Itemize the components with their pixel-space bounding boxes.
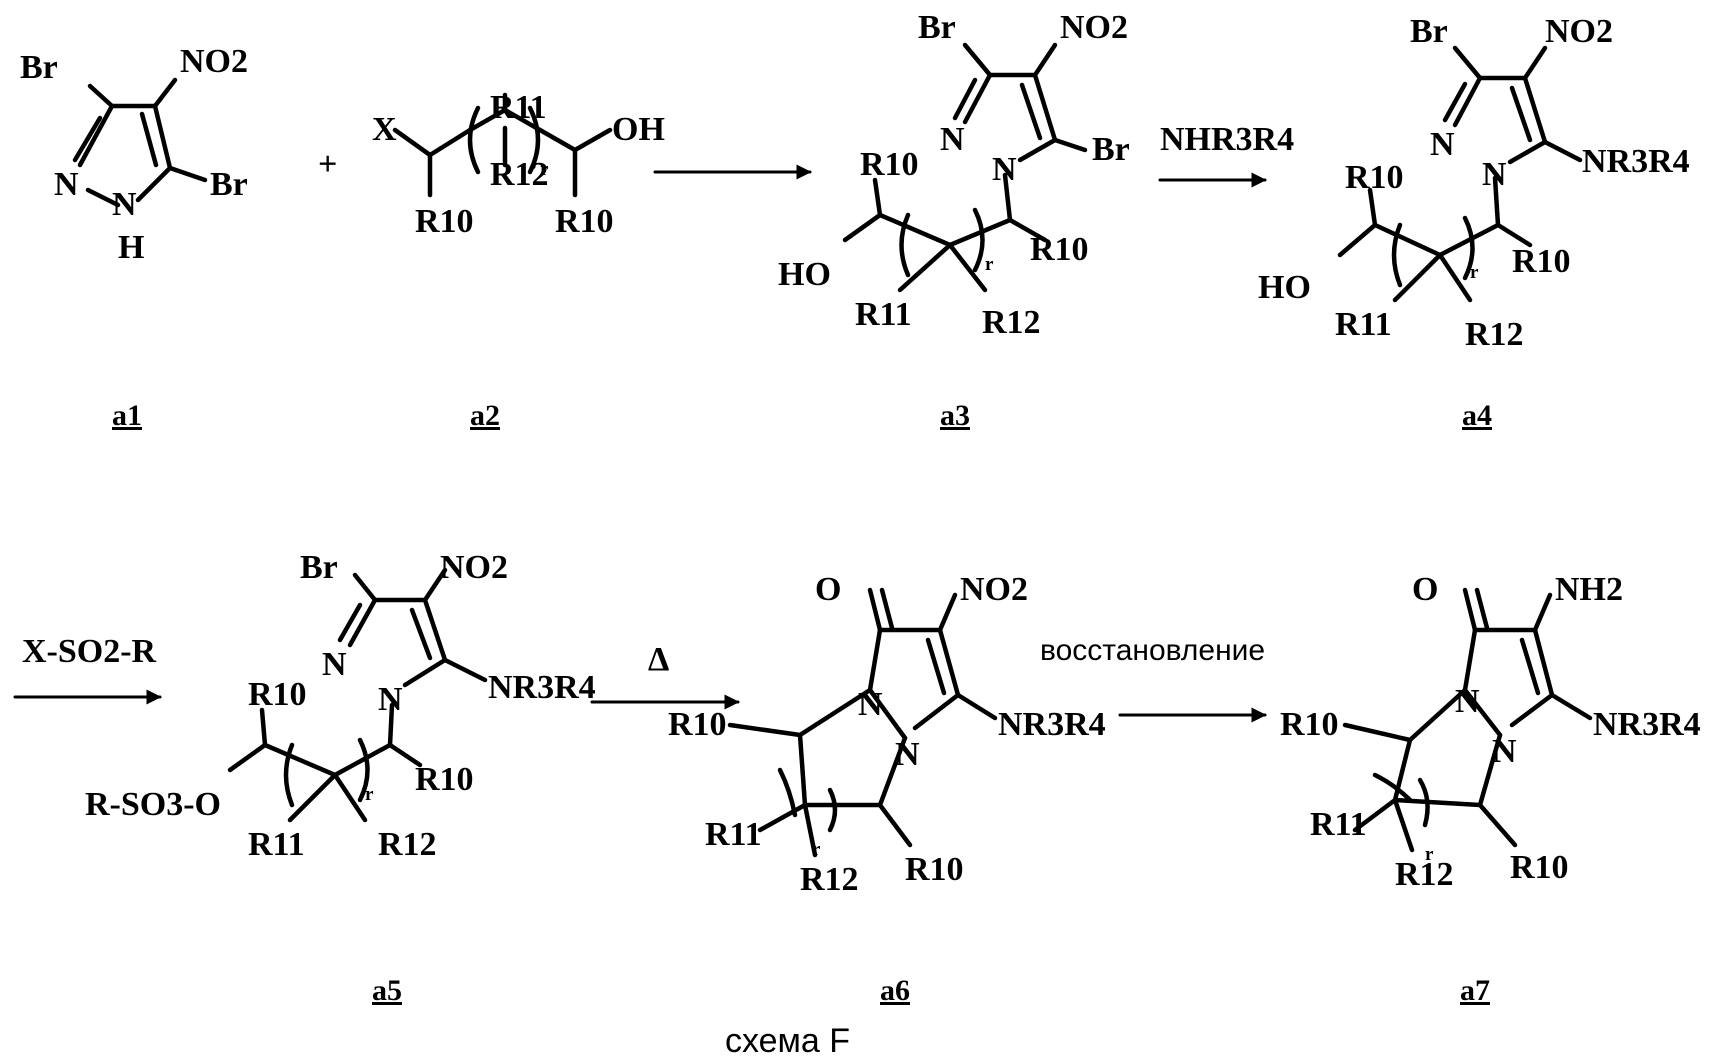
label-a4: a4 [1462,399,1492,432]
a5-br: Br [300,549,338,586]
label-a7: a7 [1460,974,1490,1007]
a7-r12: R12 [1395,856,1454,893]
a2-r11: R11 [490,89,547,126]
a3-n2: N [992,151,1017,188]
a3-r11: R11 [855,296,912,333]
a2-r10-left: R10 [415,203,474,240]
a5-n1: N [322,646,347,683]
a4-r12: R12 [1465,316,1524,353]
a5-n2: N [378,681,403,718]
a2-oh: OH [612,111,665,148]
a7-n1: N [1455,683,1480,720]
a3-ho: HO [778,256,831,293]
a5-r11: R11 [248,826,305,863]
a4-r-index: r [1470,262,1479,283]
reagent-step2: NHR3R4 [1160,121,1294,158]
reagent-step5: восстановление [1040,634,1265,667]
label-a6: a6 [880,974,910,1007]
a3-no2: NO2 [1060,9,1128,46]
a2-x: X [372,111,397,148]
a3-br-right: Br [1092,131,1130,168]
a1-nh-n: N [112,186,137,223]
a7-n2: N [1492,733,1517,770]
a5-r10-right: R10 [415,761,474,798]
a3-r10-top: R10 [860,146,919,183]
a3-br-top: Br [918,9,956,46]
label-a1: a1 [112,399,142,432]
a4-no2: NO2 [1545,13,1613,50]
a6-nr3r4: NR3R4 [998,706,1106,743]
label-a3: a3 [940,399,970,432]
a6-no2: NO2 [960,571,1028,608]
compound-a2: X R11 R12 r OH R10 R10 [372,89,665,240]
compound-a6: O NO2 N N NR3R4 R10 r R11 R12 R10 [668,571,1106,898]
plus-sign: + [318,146,337,183]
a5-r10-top: R10 [248,676,307,713]
scheme-caption: схема F [725,1022,850,1060]
a6-n1: N [858,686,883,723]
a6-o: O [815,571,841,608]
a7-r10-left: R10 [1280,706,1339,743]
a1-br-top: Br [20,49,58,86]
a1-br-right: Br [210,166,248,203]
reagent-step3: X-SO2-R [22,633,157,670]
a4-r11: R11 [1335,306,1392,343]
a6-r10-bottom: R10 [905,851,964,888]
a6-n2: N [895,736,920,773]
a4-r10-top: R10 [1345,159,1404,196]
compound-a3: Br NO2 N N Br R10 R10 HO r R11 R12 [778,9,1130,341]
label-a5: a5 [372,974,402,1007]
a7-o: O [1412,571,1438,608]
a7-r11: R11 [1310,806,1367,843]
a4-br: Br [1410,13,1448,50]
a5-r-index: r [365,784,374,805]
a2-r-index: r [540,159,549,180]
a1-h: H [118,229,144,266]
a6-r-index: r [812,839,821,860]
a3-r12: R12 [982,304,1041,341]
label-a2: a2 [470,399,500,432]
a2-r10-right: R10 [555,203,614,240]
compound-a7: O NH2 N N NR3R4 R10 r R11 R12 R10 [1280,571,1701,893]
compound-a4: Br NO2 N N NR3R4 R10 R10 HO r R11 R12 [1258,13,1690,353]
a5-r12: R12 [378,826,437,863]
a4-n1: N [1430,126,1455,163]
compound-a5: Br NO2 N N NR3R4 R10 R10 R-SO3-O r R11 R… [85,549,596,863]
a7-nr3r4: NR3R4 [1593,706,1701,743]
a6-r12: R12 [800,861,859,898]
a4-ho: HO [1258,269,1311,306]
compound-a1: Br NO2 N N H Br [20,43,248,266]
a6-r11: R11 [705,816,762,853]
a7-nh2: NH2 [1555,571,1623,608]
a1-n: N [54,166,79,203]
a4-nr3r4: NR3R4 [1582,143,1690,180]
a3-r-index: r [985,254,994,275]
a4-r10-right: R10 [1512,243,1571,280]
a6-r10-left: R10 [668,706,727,743]
a3-r10-right: R10 [1030,231,1089,268]
reagent-step4: Δ [648,641,669,678]
a7-r10-bottom: R10 [1510,849,1569,886]
a3-n1: N [940,121,965,158]
a5-nr3r4: NR3R4 [488,669,596,706]
a5-rso3o: R-SO3-O [85,786,221,823]
a4-n2: N [1482,156,1507,193]
a5-no2: NO2 [440,549,508,586]
a1-no2: NO2 [180,43,248,80]
